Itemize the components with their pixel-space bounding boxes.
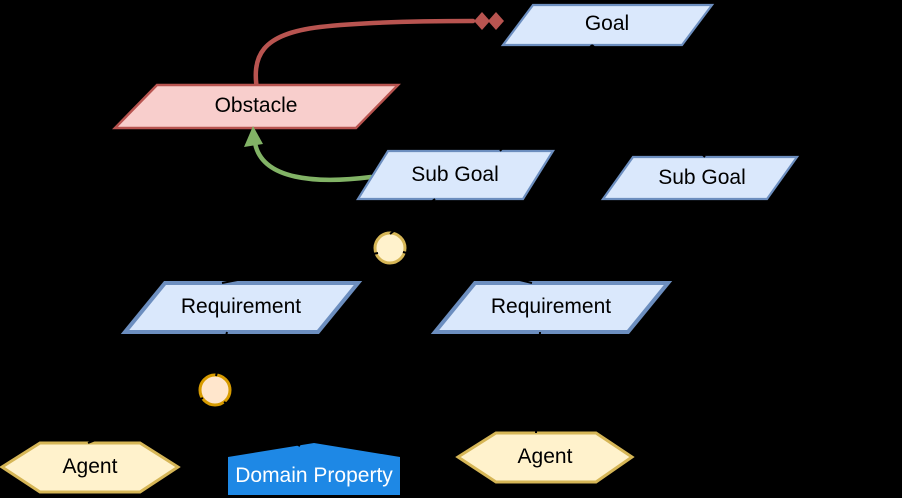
refinement-edge-goal-subgoal2[interactable] (591, 44, 706, 158)
requirement1-node-shape[interactable] (120, 281, 363, 334)
domain-property-node-shape[interactable] (228, 443, 400, 495)
goal-node-shape[interactable] (500, 3, 715, 47)
refinement-edge-goal-subgoal1[interactable] (499, 44, 593, 152)
refinement-edge-junction1-requirement1[interactable] (221, 252, 379, 284)
refinement-edge-junction2-agent1[interactable] (87, 397, 204, 444)
refinement-edge-subgoal1-junction1[interactable] (389, 198, 436, 235)
agent2-node-shape[interactable] (455, 431, 635, 484)
subgoal1-node-shape[interactable] (356, 149, 555, 201)
refinement-edge-requirement1-junction2[interactable] (215, 331, 228, 377)
refinement-edge-requirement2-agent2[interactable] (535, 331, 541, 434)
refinement-edge-junction2-domain-property[interactable] (223, 401, 301, 447)
subgoal2-node-shape[interactable] (600, 155, 800, 201)
obstacle-node-shape[interactable] (112, 83, 401, 130)
requirement2-node-shape[interactable] (430, 281, 673, 334)
refinement-edge-junction1-requirement2[interactable] (402, 251, 533, 284)
junction2-node-shape[interactable] (198, 373, 232, 407)
obstruction-double-diamond-marker (474, 12, 490, 30)
junction1-node-shape[interactable] (373, 231, 407, 265)
obstruction-double-diamond-marker (488, 12, 504, 30)
obstruction-edge[interactable] (253, 18, 476, 98)
resolution-edge[interactable] (252, 140, 374, 183)
agent1-node-shape[interactable] (0, 441, 181, 494)
resolution-arrowhead (244, 126, 263, 147)
